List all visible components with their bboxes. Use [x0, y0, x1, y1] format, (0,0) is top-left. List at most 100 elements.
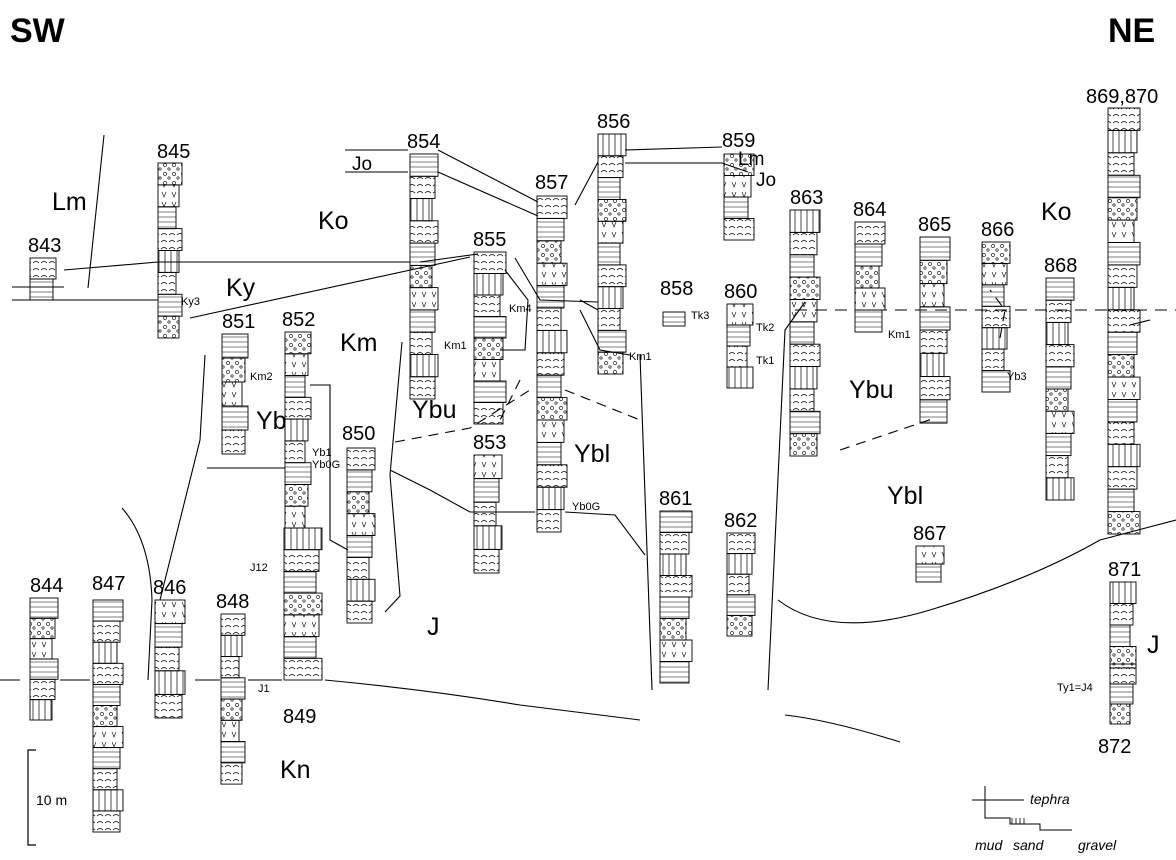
section-850: 850	[342, 423, 375, 445]
column-854-bed	[409, 175, 436, 200]
column-853-bed	[473, 525, 503, 550]
column-844-bed	[29, 597, 59, 619]
column-854-bed	[409, 287, 439, 311]
column-868-bed	[1045, 321, 1069, 346]
column-847-bed	[92, 662, 124, 685]
column-869-870-bed	[1107, 354, 1135, 378]
column-847-bed	[92, 705, 118, 728]
column-869-870-bed	[1107, 197, 1138, 221]
unit-j-ne: J	[1147, 631, 1160, 659]
column-848-bed	[220, 698, 243, 721]
column-867-bed	[915, 563, 942, 583]
column-857-bed	[536, 307, 562, 331]
column-863-bed	[789, 366, 818, 390]
column-866-bed	[981, 370, 1011, 393]
column-857-bed	[536, 486, 565, 511]
section-847: 847	[92, 573, 125, 595]
horizon-tk3: Tk3	[691, 310, 709, 322]
column-853-bed	[473, 548, 500, 574]
section-844: 844	[30, 575, 63, 597]
section-855: 855	[473, 229, 506, 251]
column-868-bed	[1045, 477, 1075, 501]
column-866-bed	[981, 348, 1005, 371]
column-865-bed	[919, 399, 948, 424]
column-851-bed	[221, 429, 246, 455]
column-848-bed	[220, 677, 246, 700]
column-866-bed	[981, 284, 1005, 307]
section-852: 852	[282, 309, 315, 331]
column-864-bed	[854, 221, 886, 245]
column-857-bed	[536, 217, 565, 242]
column-850-bed	[346, 447, 376, 471]
column-866-bed	[981, 262, 1008, 286]
column-855-bed	[473, 380, 507, 403]
column-855-bed	[473, 316, 507, 339]
column-862-bed	[726, 553, 753, 575]
horizon-yb0g-sw: Yb0G	[312, 459, 340, 471]
unit-ybl-ne: Ybl	[887, 482, 923, 510]
column-855-bed	[473, 402, 504, 425]
column-847-bed	[92, 768, 118, 791]
stratigraphic-columns	[29, 107, 1141, 833]
column-869-870	[1107, 107, 1141, 535]
section-867: 867	[913, 523, 946, 545]
column-865-bed	[919, 236, 951, 261]
unit-yb: Yb	[256, 407, 287, 435]
unit-km: Km	[340, 329, 378, 357]
column-867	[915, 545, 945, 583]
column-858	[662, 311, 686, 327]
column-863-bed	[789, 410, 821, 435]
column-849-bed	[283, 614, 320, 638]
column-848-bed	[220, 613, 246, 636]
column-846	[154, 599, 186, 719]
unit-ybu-ne: Ybu	[849, 376, 893, 404]
section-860: 860	[724, 281, 757, 303]
column-863-bed	[789, 299, 818, 323]
column-856-bed	[597, 155, 624, 179]
column-844-bed	[29, 638, 53, 660]
column-853-bed	[473, 454, 503, 480]
legend-mud: mud	[975, 837, 1003, 853]
column-852-bed	[284, 331, 312, 355]
column-869-870-bed	[1107, 376, 1141, 400]
column-857	[536, 195, 568, 533]
legend-tephra: tephra	[1030, 791, 1070, 807]
column-866	[981, 241, 1011, 393]
column-850-bed	[346, 469, 373, 493]
column-846-bed	[154, 623, 183, 648]
section-865: 865	[918, 214, 951, 236]
column-862-bed	[726, 573, 750, 596]
column-848-bed	[220, 741, 246, 764]
direction-ne: NE	[1108, 12, 1155, 50]
column-868-bed	[1045, 344, 1075, 368]
column-851-bed	[221, 357, 246, 383]
column-850-bed	[346, 535, 373, 558]
horizon-yb1: Yb1	[312, 447, 332, 459]
section-848: 848	[216, 591, 249, 613]
direction-sw: SW	[10, 12, 66, 50]
section-871: 871	[1108, 559, 1141, 581]
column-847-bed	[92, 620, 121, 643]
horizon-km2: Km2	[250, 371, 273, 383]
column-861-bed	[659, 618, 687, 641]
horizon-yb3: Yb3	[1007, 371, 1027, 383]
column-872-bed	[1109, 683, 1134, 705]
column-849-bed	[283, 570, 317, 594]
unit-jo-ne: Jo	[756, 170, 776, 191]
column-857-bed	[536, 352, 565, 376]
column-865-bed	[919, 352, 945, 378]
unit-j-sw: J	[427, 613, 440, 641]
column-871-bed	[1109, 624, 1131, 647]
column-844	[29, 597, 59, 721]
column-861-bed	[659, 661, 690, 684]
column-860-bed	[726, 324, 751, 347]
section-859: 859	[722, 130, 755, 152]
unit-ybl-sw: Ybl	[574, 440, 610, 468]
column-868-bed	[1045, 277, 1075, 301]
column-871-bed	[1109, 603, 1134, 626]
horizon-tk1: Tk1	[756, 355, 774, 367]
column-854	[409, 153, 439, 400]
column-843-bed	[29, 278, 54, 301]
unit-kn: Kn	[280, 756, 311, 784]
